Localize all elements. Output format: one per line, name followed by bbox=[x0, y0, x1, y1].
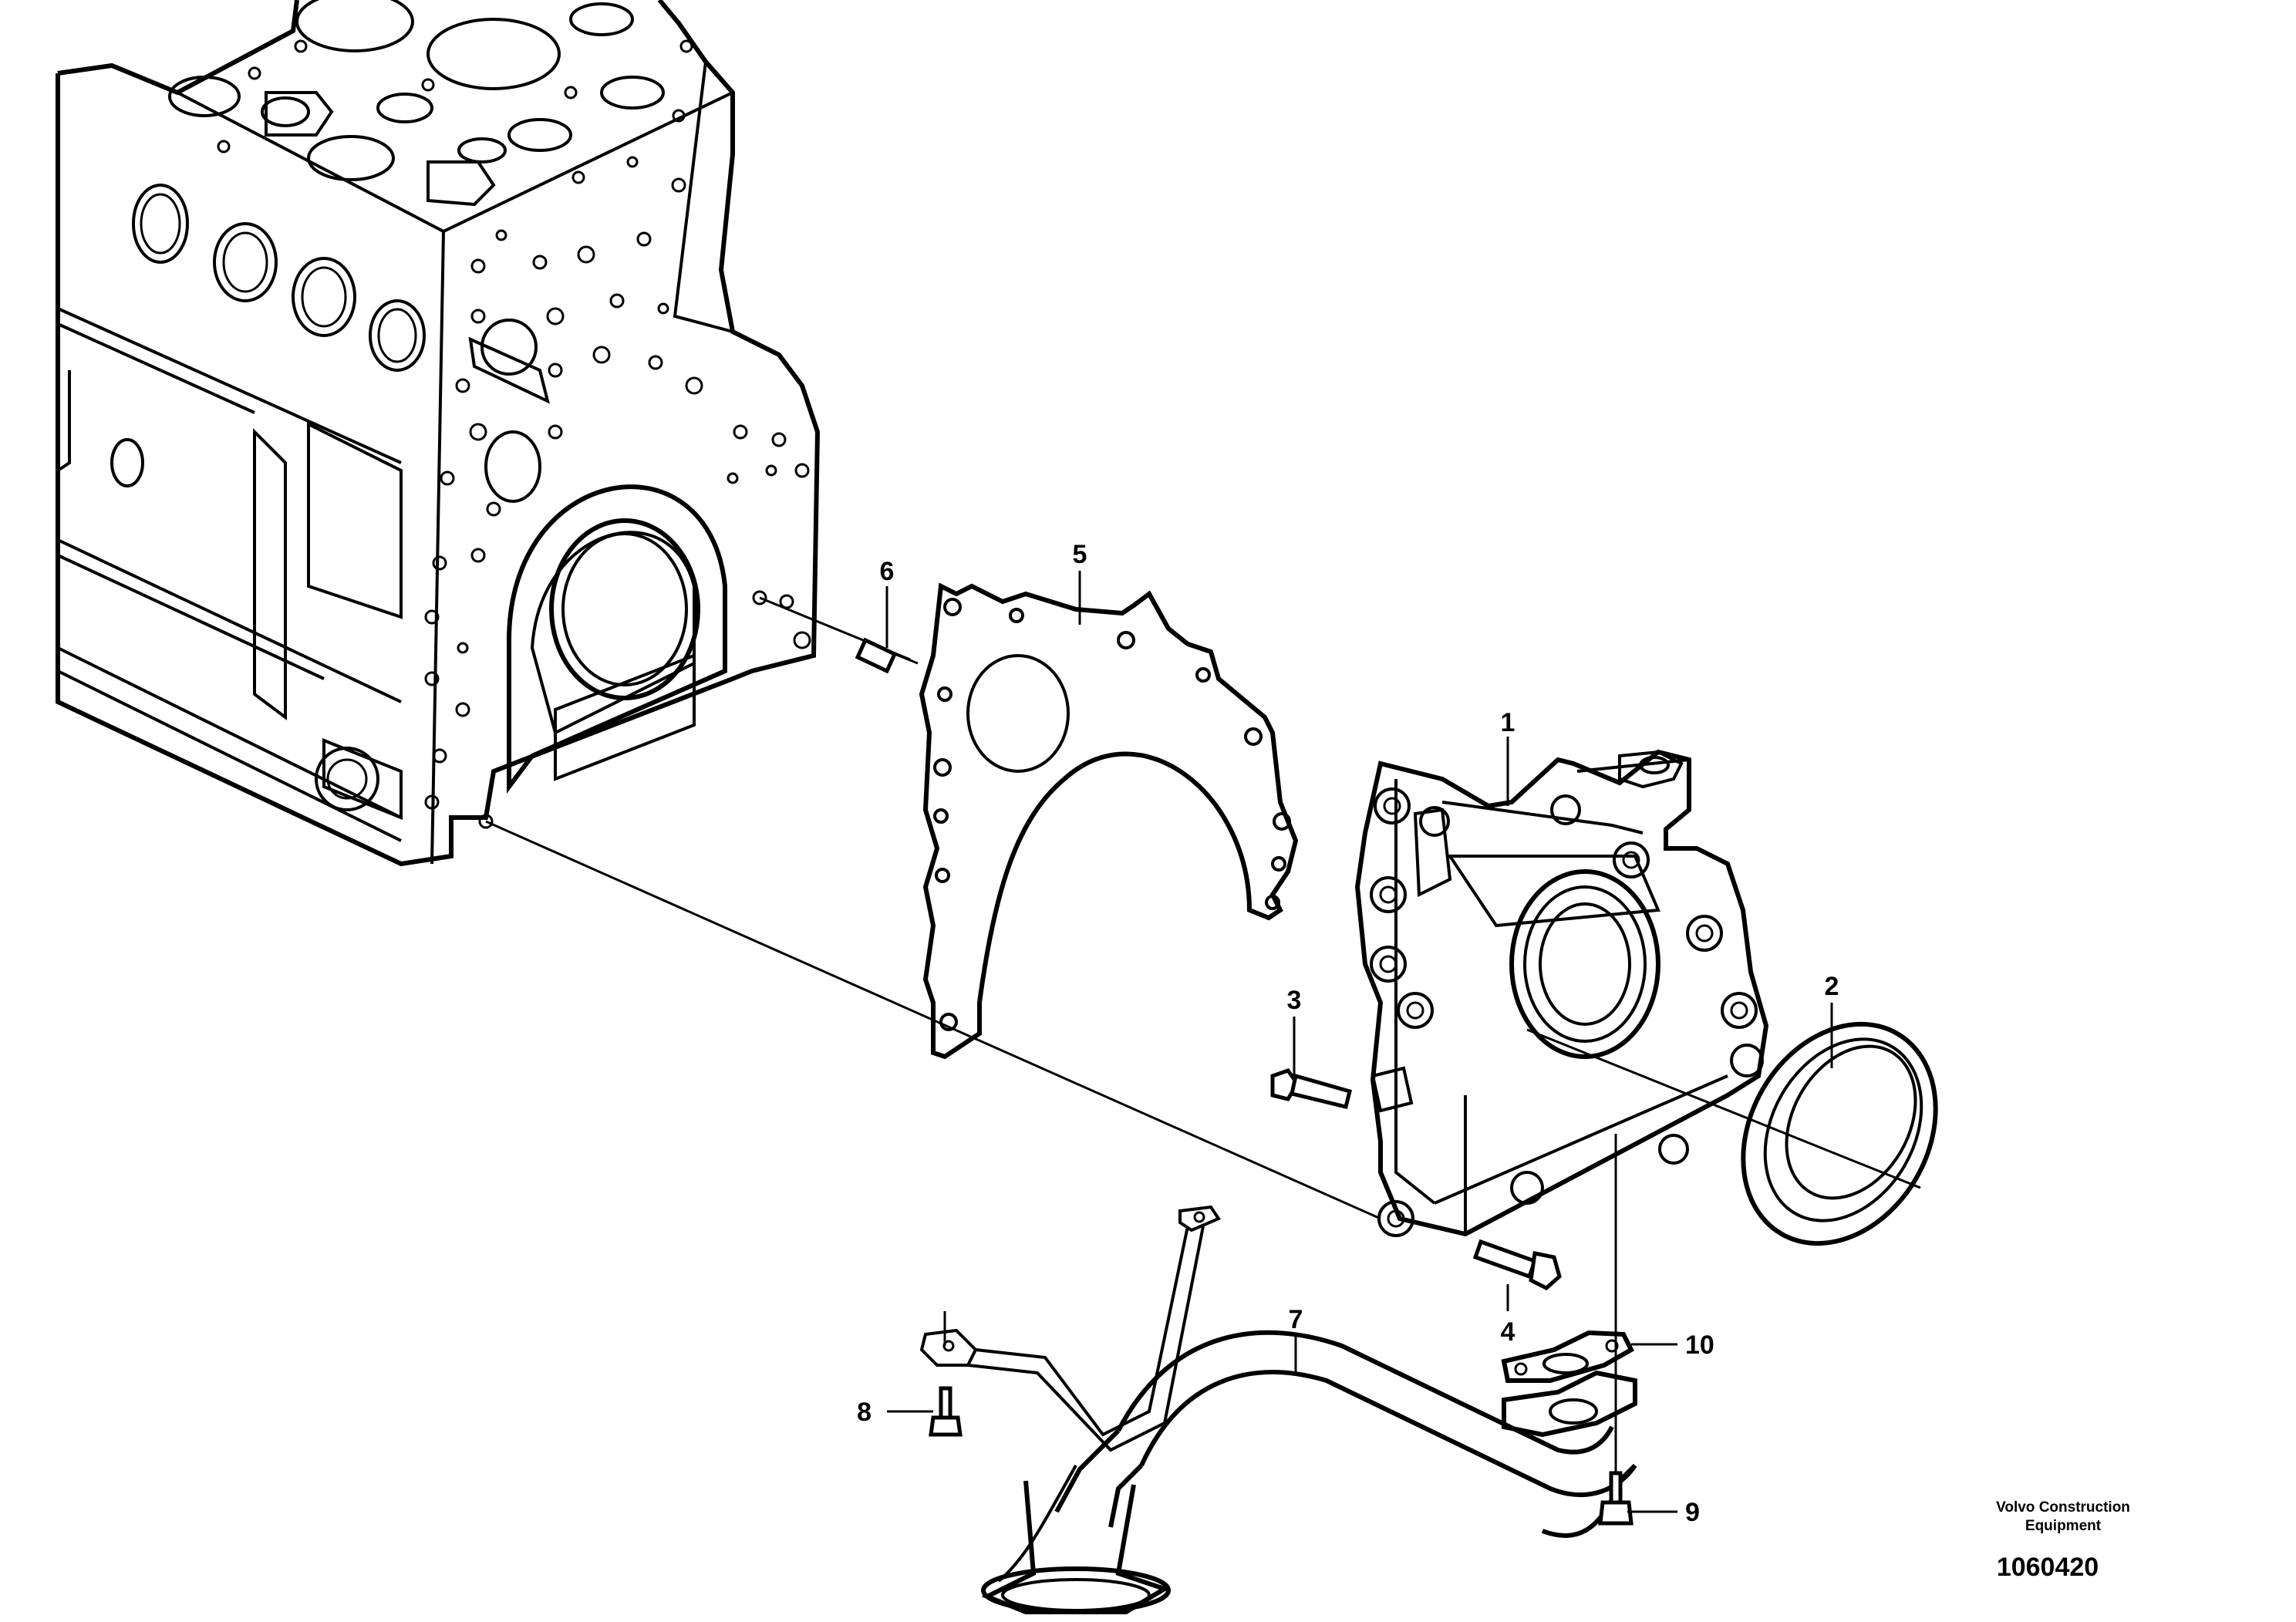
drawing-number: 1060420 bbox=[1997, 1553, 2099, 1582]
bolt-9 bbox=[1598, 1471, 1633, 1526]
flange-gasket bbox=[1501, 1330, 1634, 1383]
callout-9: 9 bbox=[1685, 1498, 1700, 1527]
brand-line-2: Equipment bbox=[2025, 1518, 2102, 1534]
brand-line-1: Volvo Construction bbox=[1996, 1499, 2130, 1516]
callout-6: 6 bbox=[880, 557, 895, 586]
callout-1: 1 bbox=[1501, 708, 1515, 737]
callout-numbers: 1 2 3 4 5 6 7 8 9 10 bbox=[857, 540, 1839, 1527]
callout-2: 2 bbox=[1825, 972, 1839, 1001]
dowel-pin bbox=[855, 637, 919, 674]
footer: Volvo Construction Equipment 1060420 bbox=[1996, 1499, 2130, 1582]
callout-4: 4 bbox=[1501, 1317, 1515, 1347]
bolt-3 bbox=[1270, 1068, 1353, 1110]
callout-10: 10 bbox=[1685, 1330, 1714, 1360]
callout-leaders bbox=[885, 571, 1833, 1513]
engine-block bbox=[56, 0, 821, 867]
callout-8: 8 bbox=[857, 1398, 872, 1427]
seal-ring bbox=[1741, 1021, 1938, 1246]
callout-5: 5 bbox=[1073, 540, 1087, 569]
timing-cover bbox=[1354, 749, 1769, 1237]
bolt-4 bbox=[1472, 1239, 1562, 1290]
gasket bbox=[919, 582, 1299, 1060]
callout-7: 7 bbox=[1289, 1305, 1303, 1334]
callout-3: 3 bbox=[1287, 986, 1302, 1015]
bolt-8 bbox=[929, 1386, 963, 1437]
oil-pickup-tube bbox=[919, 1205, 1637, 1614]
